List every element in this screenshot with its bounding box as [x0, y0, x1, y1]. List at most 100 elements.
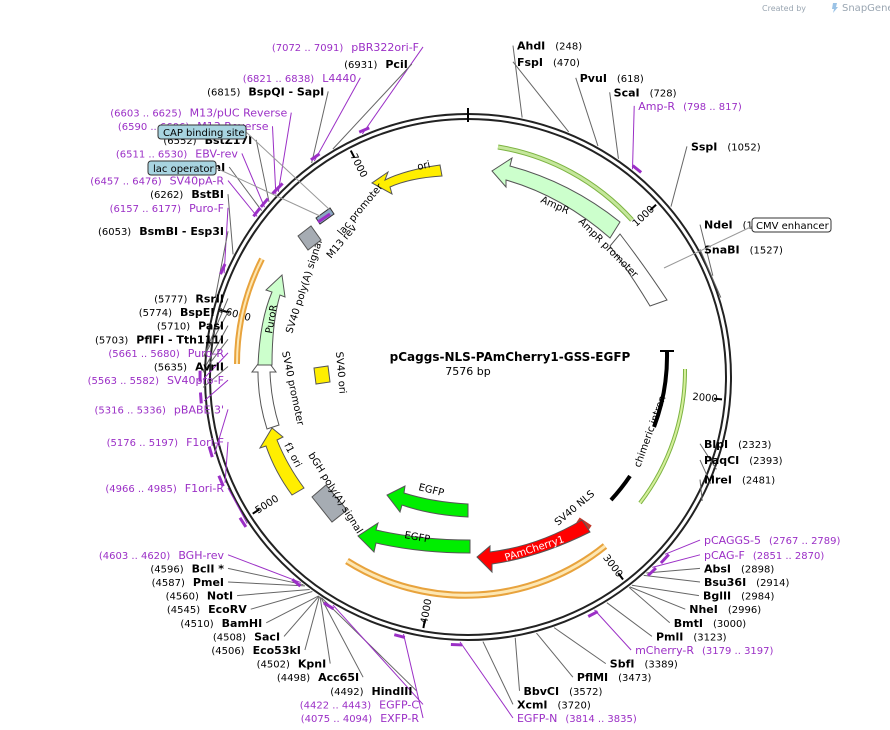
primer-range: (6821 .. 6838): [243, 74, 315, 85]
primer-label[interactable]: pCAG-F(2851 .. 2870): [704, 549, 824, 562]
feature-bgh-polya[interactable]: bGH poly(A) signal: [305, 451, 364, 536]
feature-ori[interactable]: ori: [371, 159, 443, 196]
primer-label[interactable]: (7072 .. 7091)pBR322ori-F: [272, 41, 419, 54]
primer-label[interactable]: (5316 .. 5336)pBABE 3': [95, 403, 225, 416]
site-leader: [699, 459, 712, 484]
primer-label[interactable]: pCAGGS-5(2767 .. 2789): [704, 534, 841, 547]
primer-label[interactable]: EGFP-N(3814 .. 3835): [517, 712, 637, 725]
primer-name: mCherry-R: [635, 644, 694, 657]
feature-puror[interactable]: PuroR: [257, 273, 286, 366]
tick-1000: [649, 204, 657, 211]
primer-label[interactable]: Amp-R(798 .. 817): [638, 100, 742, 113]
primer-label[interactable]: (5563 .. 5582)SV40pro-F: [88, 374, 224, 387]
site-position: (4587): [152, 578, 185, 589]
site-leader: [320, 597, 364, 678]
restriction-site-label[interactable]: (5774)BspEI *: [139, 306, 225, 319]
restriction-site-label[interactable]: FspI(470): [517, 56, 580, 69]
primer-name: BGH-rev: [178, 549, 224, 562]
primer-label[interactable]: (4603 .. 4620)BGH-rev: [99, 549, 225, 562]
restriction-site-label[interactable]: PaqCI(2393): [704, 454, 783, 467]
primer-label[interactable]: (4422 .. 4443)EGFP-C: [300, 698, 420, 711]
restriction-site-label[interactable]: (6262)BstBI: [150, 188, 224, 201]
restriction-site-label[interactable]: SspI(1052): [691, 140, 761, 153]
primer-label[interactable]: (4966 .. 4985)F1ori-R: [105, 482, 224, 495]
restriction-site-label[interactable]: (5635)AvrII: [154, 360, 224, 373]
restriction-site-label[interactable]: Bsu36I(2914): [704, 576, 790, 589]
site-leader: [227, 567, 304, 586]
restriction-site-label[interactable]: (5703)PflFI - Tth111I: [95, 333, 224, 346]
restriction-site-label[interactable]: PmlI(3123): [656, 630, 727, 643]
restriction-site-label[interactable]: (4508)SacI: [213, 630, 280, 643]
feature-egfp-short[interactable]: EGFP: [386, 482, 469, 518]
site-position: (1052): [727, 142, 760, 153]
primer-name: Amp-R: [638, 100, 675, 113]
site-leader: [628, 587, 671, 624]
restriction-site-label[interactable]: (6931)PciI: [344, 58, 408, 71]
primer-label[interactable]: (6157 .. 6177)Puro-F: [110, 202, 224, 215]
site-name: BspEI *: [180, 306, 224, 319]
primer-range: (7072 .. 7091): [272, 43, 344, 54]
restriction-site-label[interactable]: PflMI(3473): [577, 671, 652, 684]
restriction-site-label[interactable]: BmtI(3000): [674, 617, 747, 630]
feature-sv40-nls[interactable]: SV40 NLS: [553, 489, 597, 531]
restriction-site-label[interactable]: (4498)Acc65I: [277, 671, 359, 684]
restriction-site-label[interactable]: (4506)Eco53kI: [211, 644, 301, 657]
restriction-site-label[interactable]: BbvCI(3572): [524, 685, 603, 698]
restriction-site-label[interactable]: AbsI(2898): [704, 562, 774, 575]
primer-label[interactable]: (6603 .. 6625)M13/pUC Reverse: [110, 107, 287, 120]
site-leader: [228, 166, 263, 211]
restriction-site-label[interactable]: (5710)PasI: [157, 320, 224, 333]
restriction-site-label[interactable]: XcmI(3720): [517, 698, 591, 711]
feature-chimeric-intron[interactable]: chimeric intron: [609, 350, 674, 502]
primer-name: L4440: [322, 72, 356, 85]
primer-label[interactable]: (6457 .. 6476)SV40pA-R: [90, 175, 224, 188]
feature-egfp-long[interactable]: EGFP: [357, 521, 471, 554]
restriction-site-label[interactable]: BlpI(2323): [704, 438, 771, 451]
site-leader: [512, 61, 570, 133]
primer-label[interactable]: (5176 .. 5197)F1ori-F: [107, 436, 224, 449]
site-leader: [237, 589, 310, 597]
restriction-site-label[interactable]: (4545)EcoRV: [167, 603, 247, 616]
primer-mark: [310, 152, 321, 162]
restriction-site-label[interactable]: (6815)BspQI - SapI: [207, 85, 324, 98]
restriction-site-label[interactable]: SbfI(3389): [610, 658, 678, 671]
site-position: (4492): [330, 687, 363, 698]
restriction-site-label[interactable]: SnaBI(1527): [704, 243, 783, 256]
restriction-site-label[interactable]: MreI(2481): [704, 474, 775, 487]
restriction-site-label[interactable]: NheI(2996): [689, 603, 761, 616]
site-name: KpnI: [298, 658, 326, 671]
primer-label[interactable]: mCherry-R(3179 .. 3197): [635, 644, 773, 657]
site-leader: [646, 567, 701, 574]
restriction-site-label[interactable]: (4492)HindIII: [330, 685, 412, 698]
feature-f1-ori[interactable]: f1 ori: [258, 427, 305, 496]
feature-label-lac-promoter: lac promoter: [336, 181, 386, 238]
site-position: (2898): [741, 564, 774, 575]
primer-mark: [587, 610, 599, 618]
restriction-site-label[interactable]: (4502)KpnI: [257, 658, 327, 671]
lac-operator-box[interactable]: lac operator: [147, 160, 321, 217]
feature-sv40-polya[interactable]: SV40 poly(A) signal: [284, 225, 325, 335]
feature-ampr[interactable]: AmpR: [491, 156, 621, 239]
feature-sv40-ori[interactable]: SV40 ori: [313, 351, 348, 394]
cap-binding-site-box[interactable]: CAP binding site: [157, 124, 331, 211]
primer-label[interactable]: (5661 .. 5680)Puro-R: [108, 347, 224, 360]
restriction-site-label[interactable]: (4510)BamHI: [180, 617, 262, 630]
feature-label-sv40-polya: SV40 poly(A) signal: [284, 239, 325, 335]
restriction-site-label[interactable]: AhdI(248): [517, 40, 582, 53]
restriction-site-label[interactable]: PvuI(618): [580, 72, 644, 85]
restriction-site-label[interactable]: ScaI(728): [614, 86, 677, 99]
restriction-site-label[interactable]: BglII(2984): [703, 590, 775, 603]
restriction-site-label[interactable]: (4560)NotI: [166, 590, 233, 603]
primer-label[interactable]: (4075 .. 4094)EXFP-R: [301, 712, 420, 725]
primer-label[interactable]: (6821 .. 6838) L4440: [243, 72, 357, 85]
primer-name: Puro-R: [188, 347, 225, 360]
restriction-site-label[interactable]: (5777)RsrII: [154, 292, 224, 305]
orange-highlight: [233, 257, 608, 599]
cmv-enhancer-box[interactable]: CMV enhancer: [663, 217, 832, 269]
restriction-site-label[interactable]: (4596)BclI *: [150, 562, 224, 575]
restriction-site-label[interactable]: (4587)PmeI: [152, 576, 224, 589]
feature-ampr-promoter[interactable]: AmpR promoter: [576, 216, 668, 307]
primer-mark: [659, 553, 670, 565]
restriction-site-label[interactable]: (6053)BsmBI - Esp3I: [98, 225, 224, 238]
primer-label[interactable]: (6511 .. 6530)EBV-rev: [116, 147, 238, 160]
